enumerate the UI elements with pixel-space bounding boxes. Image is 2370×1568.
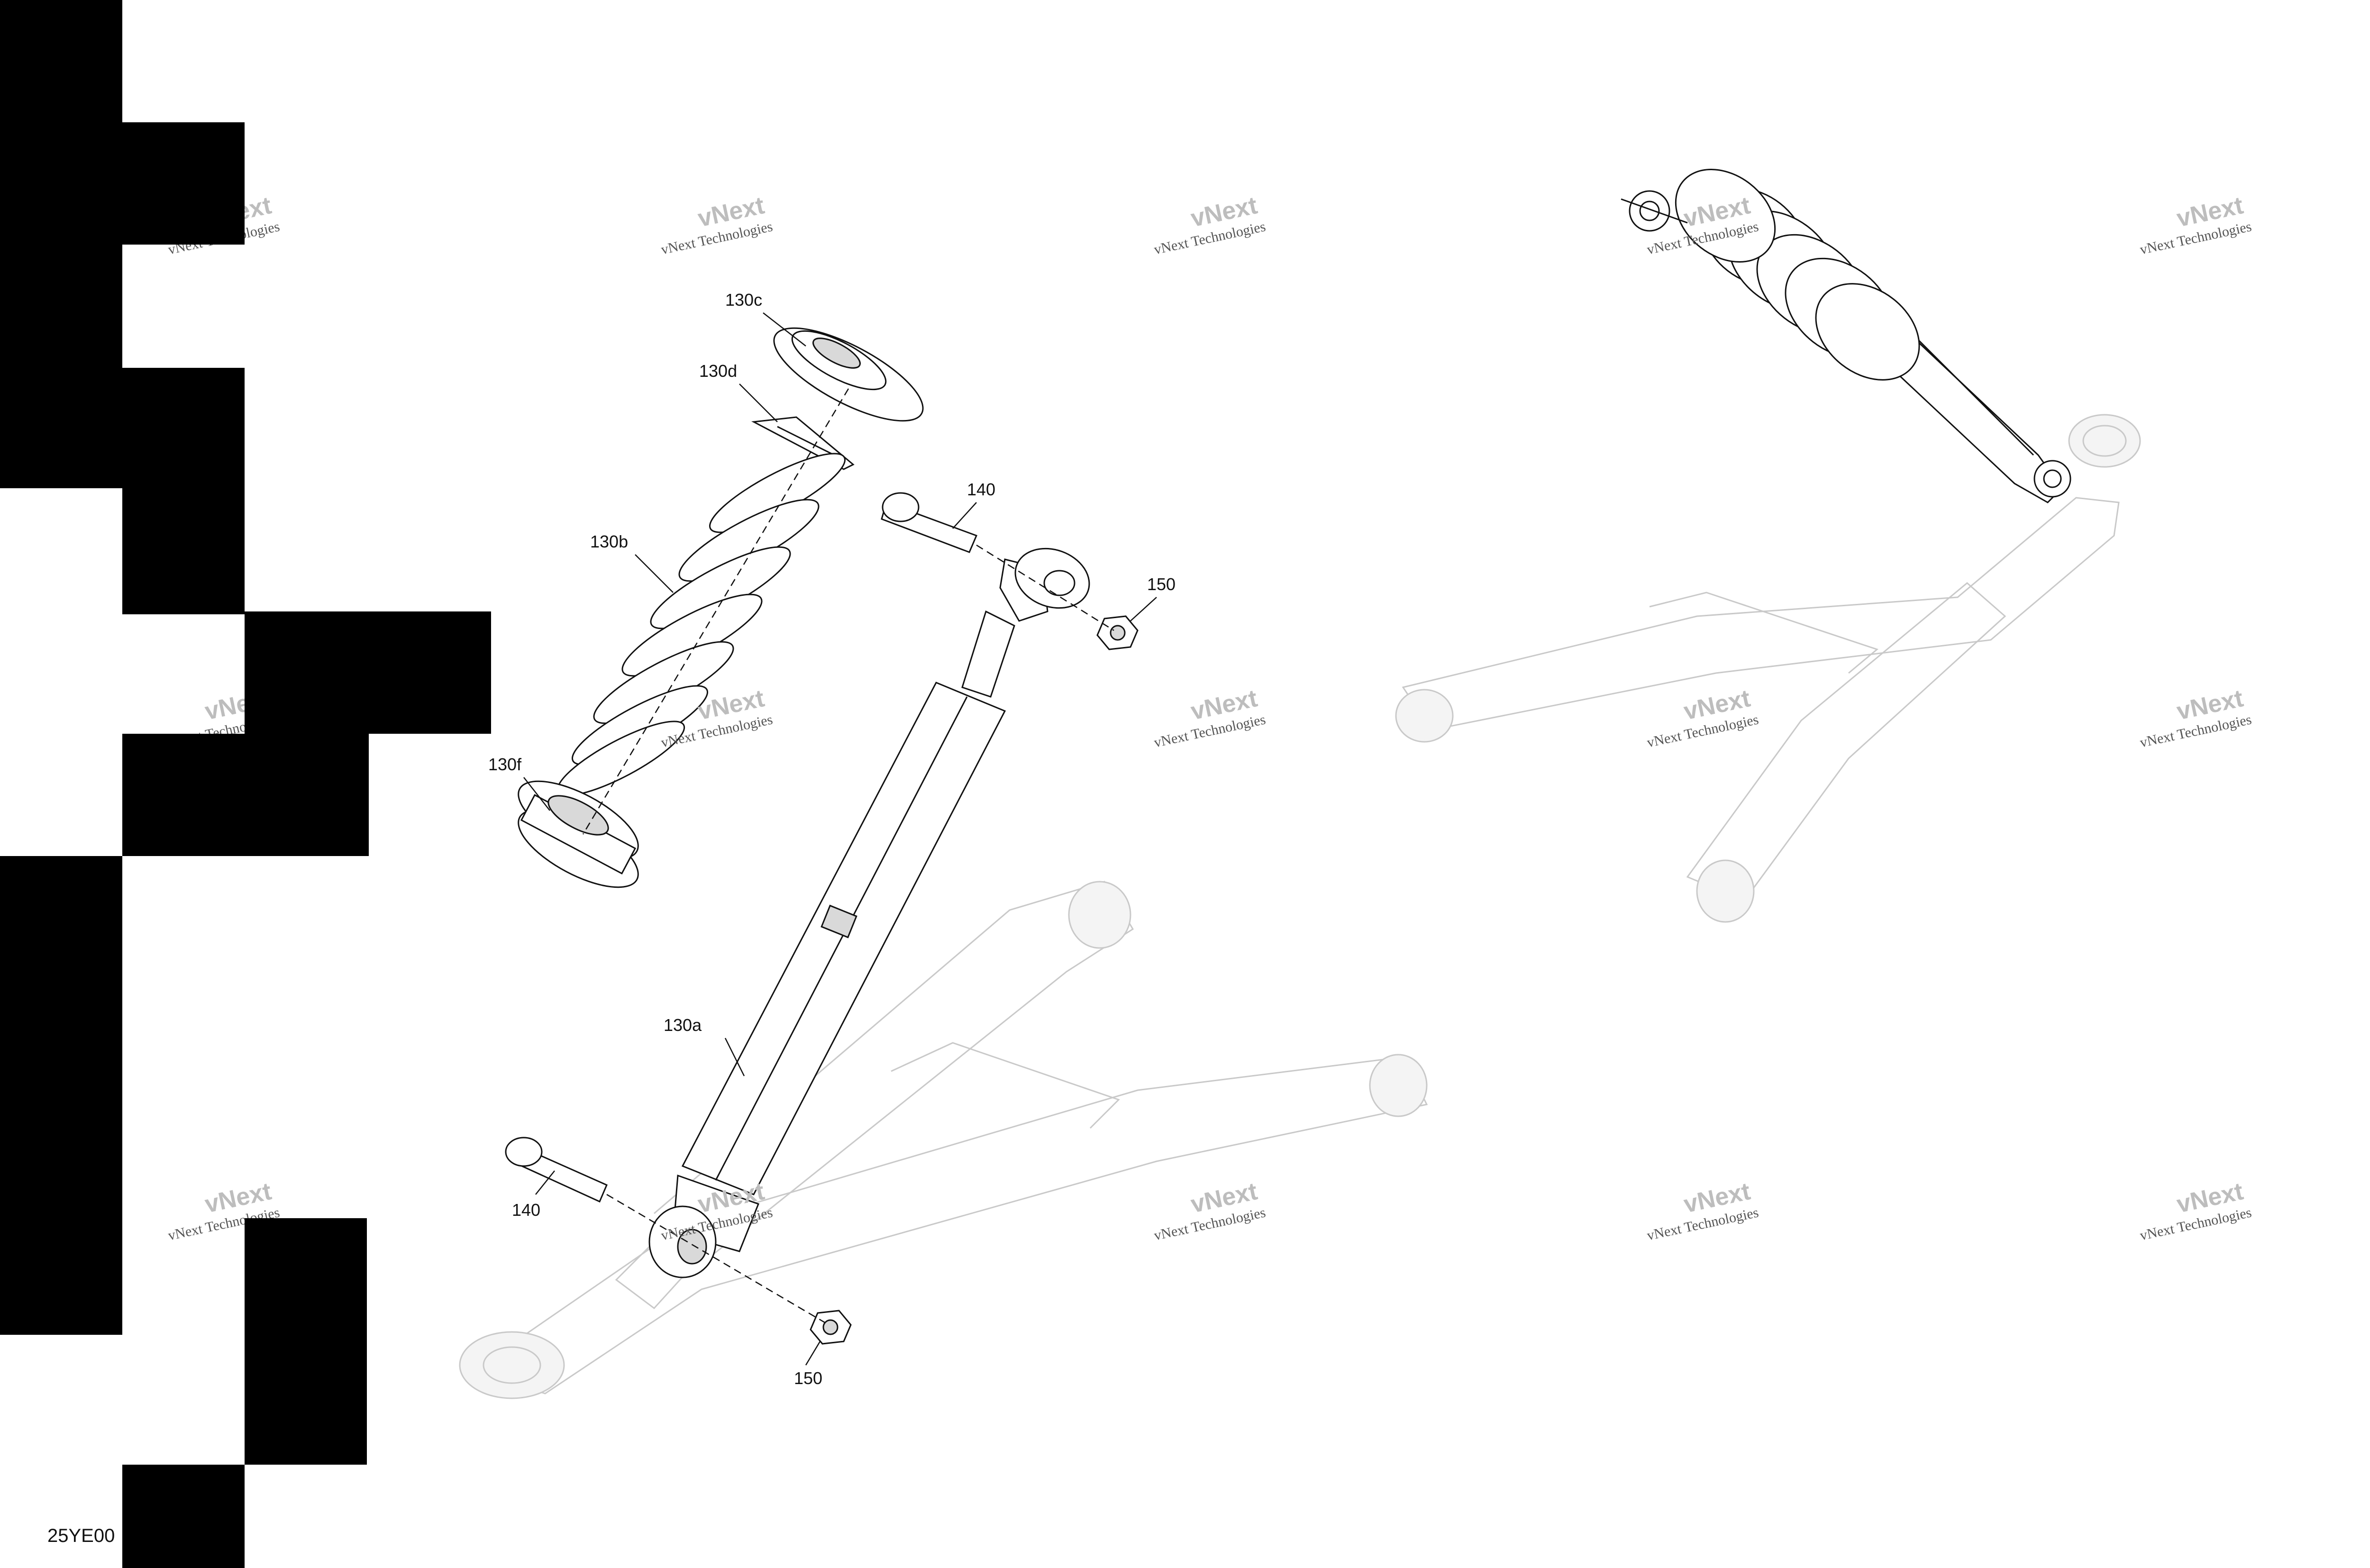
part-140-bolt-bottom bbox=[505, 1137, 608, 1203]
callout-130b: 130b bbox=[590, 532, 628, 551]
callout-130c: 130c bbox=[725, 290, 762, 310]
part-150-nut-top bbox=[1096, 615, 1139, 650]
assembled-top-mount bbox=[1621, 190, 1688, 232]
callout-150-top: 150 bbox=[1147, 574, 1176, 594]
callout-140-bottom: 140 bbox=[512, 1200, 540, 1220]
a-arm-ghost-right bbox=[1395, 414, 2141, 923]
callout-labels: 130c 130d 130b 130f 130a 140 150 140 150 bbox=[488, 290, 1176, 1388]
part-130c-spring-cap bbox=[773, 327, 924, 422]
part-130b-coil-spring bbox=[556, 453, 846, 796]
callout-130f: 130f bbox=[488, 755, 522, 774]
callout-140-top: 140 bbox=[967, 480, 995, 499]
assembled-bottom-nut bbox=[2033, 460, 2071, 498]
callout-leaders bbox=[523, 312, 1157, 1366]
callout-150-bottom: 150 bbox=[794, 1368, 822, 1388]
assembled-coil-spring bbox=[1675, 169, 1920, 381]
assembly-axes bbox=[582, 388, 1114, 1323]
redaction-blocks bbox=[0, 0, 491, 1568]
callout-130d: 130d bbox=[699, 361, 737, 381]
part-140-bolt-top bbox=[881, 492, 978, 553]
part-130a-shock-body bbox=[648, 547, 1090, 1278]
part-150-nut-bottom bbox=[810, 1310, 852, 1345]
assembled-shock-absorber bbox=[1621, 169, 2071, 503]
part-130f-lower-seat bbox=[518, 780, 639, 888]
a-arm-ghost-left bbox=[459, 881, 1428, 1399]
document-id: 25YE00 bbox=[47, 1525, 115, 1546]
callout-130a: 130a bbox=[664, 1015, 702, 1035]
